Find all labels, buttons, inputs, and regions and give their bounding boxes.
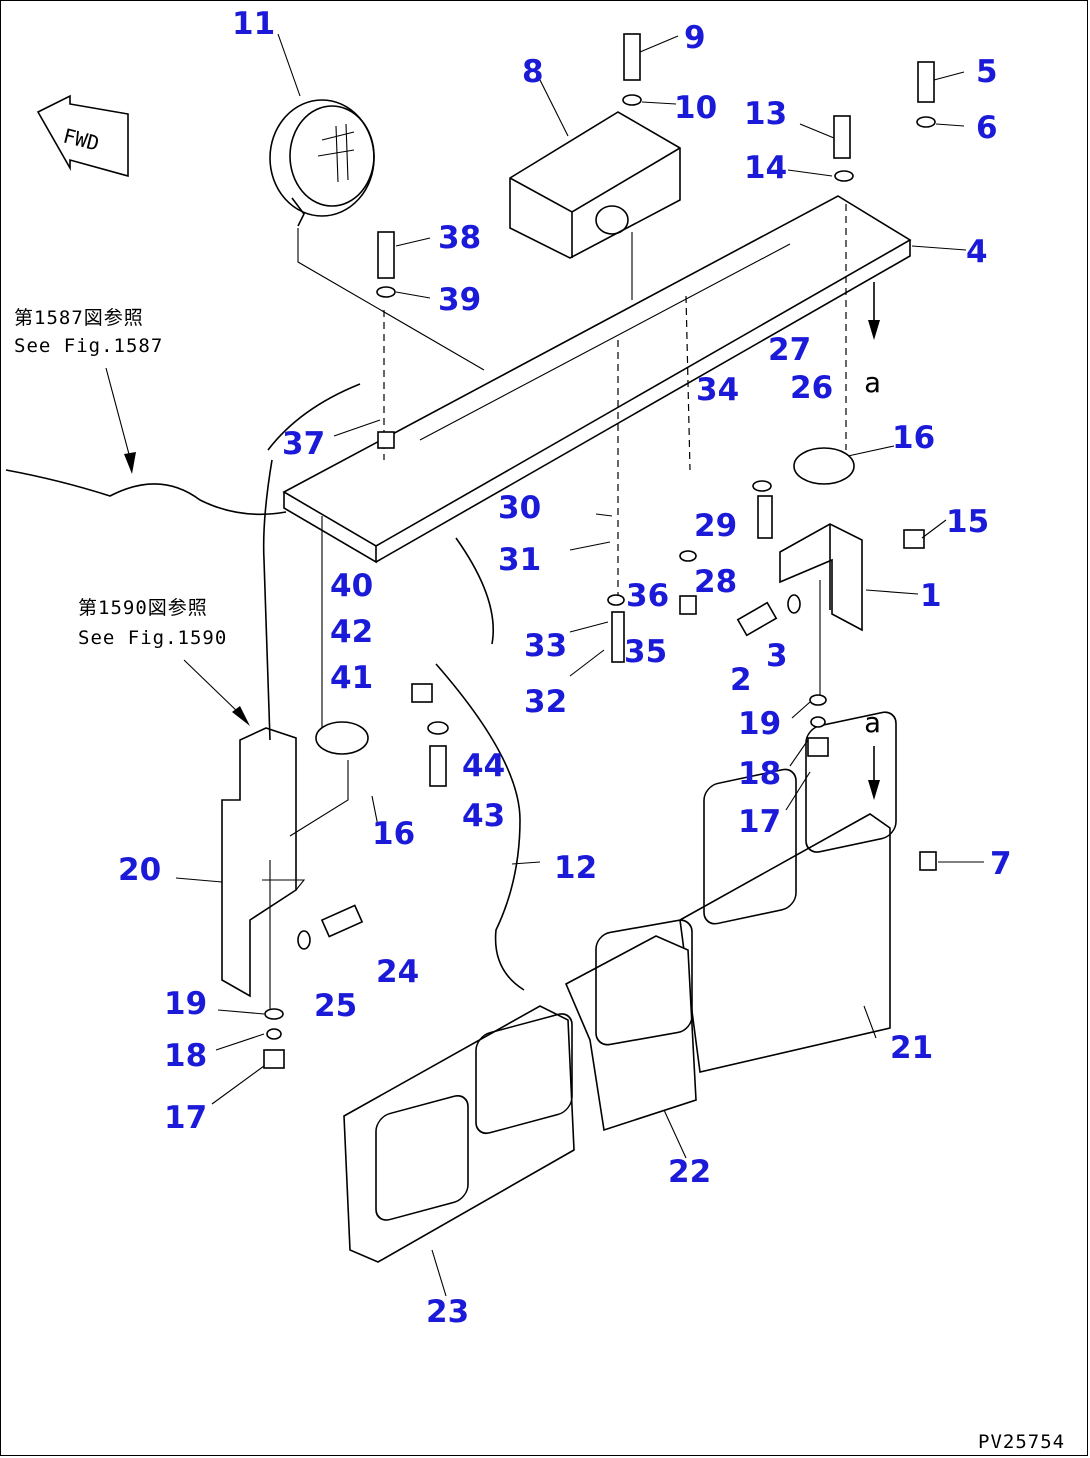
part-label-18b: 18 bbox=[164, 1038, 207, 1074]
part-label-4: 4 bbox=[966, 234, 988, 270]
part-label-42: 42 bbox=[330, 614, 373, 650]
view-arrow-lower: a bbox=[864, 706, 881, 800]
work-lamp bbox=[269, 99, 485, 371]
part-label-38: 38 bbox=[438, 220, 481, 256]
callout-leaders bbox=[175, 33, 984, 1297]
part-label-25: 25 bbox=[314, 988, 357, 1024]
part-label-26: 26 bbox=[790, 370, 833, 406]
part-label-39: 39 bbox=[438, 282, 481, 318]
part-label-44: 44 bbox=[462, 748, 505, 784]
part-label-22: 22 bbox=[668, 1154, 711, 1190]
part-label-19a: 19 bbox=[738, 706, 781, 742]
mounting-plate bbox=[282, 195, 912, 564]
part-label-32: 32 bbox=[524, 684, 567, 720]
view-mark-lower: a bbox=[864, 706, 881, 739]
ref-note-1587: 第1587図参照 See Fig.1587 bbox=[14, 307, 163, 474]
part-label-31: 31 bbox=[498, 542, 541, 578]
ref-note-jp: 第1587図参照 bbox=[14, 307, 144, 329]
part-labels: 11 8 9 10 5 6 13 14 4 38 39 27 26 34 16 … bbox=[118, 6, 1012, 1330]
ref-note-en: See Fig.1587 bbox=[14, 335, 163, 357]
hardware-pieces bbox=[263, 33, 937, 1069]
part-label-18a: 18 bbox=[738, 756, 781, 792]
part-label-11: 11 bbox=[232, 6, 275, 42]
drawing-number: PV25754 bbox=[978, 1431, 1065, 1453]
lamp-assembly-22 bbox=[564, 919, 697, 1132]
part-label-1: 1 bbox=[920, 578, 942, 614]
fwd-arrow-icon: FWD bbox=[36, 94, 129, 178]
part-label-16b: 16 bbox=[372, 816, 415, 852]
part-label-17b: 17 bbox=[164, 1100, 207, 1136]
part-label-27: 27 bbox=[768, 332, 811, 368]
part-label-6: 6 bbox=[976, 110, 998, 146]
bracket-1 bbox=[779, 523, 863, 632]
part-label-9: 9 bbox=[684, 20, 706, 56]
lamp-assembly-23 bbox=[343, 1005, 575, 1263]
part-label-34: 34 bbox=[696, 372, 739, 408]
part-label-16a: 16 bbox=[892, 420, 935, 456]
view-arrow-upper: a bbox=[864, 282, 881, 399]
ref-note-en: See Fig.1590 bbox=[78, 627, 227, 649]
bracket-20 bbox=[221, 727, 306, 998]
part-label-28: 28 bbox=[694, 564, 737, 600]
part-label-30: 30 bbox=[498, 490, 541, 526]
ref-note-jp: 第1590図参照 bbox=[78, 597, 208, 619]
part-label-24: 24 bbox=[376, 954, 419, 990]
part-label-35: 35 bbox=[624, 634, 667, 670]
part-label-12: 12 bbox=[554, 850, 597, 886]
part-label-5: 5 bbox=[976, 54, 998, 90]
part-label-17a: 17 bbox=[738, 804, 781, 840]
part-label-19b: 19 bbox=[164, 986, 207, 1022]
part-label-23: 23 bbox=[426, 1294, 469, 1330]
part-label-3: 3 bbox=[766, 638, 788, 674]
part-label-33: 33 bbox=[524, 628, 567, 664]
part-label-40: 40 bbox=[330, 568, 373, 604]
part-label-7: 7 bbox=[990, 846, 1012, 882]
part-label-29: 29 bbox=[694, 508, 737, 544]
part-label-36: 36 bbox=[626, 578, 669, 614]
lamp-assembly-21 bbox=[679, 711, 897, 1073]
ref-note-1590: 第1590図参照 See Fig.1590 bbox=[78, 597, 250, 726]
part-label-14: 14 bbox=[744, 150, 787, 186]
part-label-15: 15 bbox=[946, 504, 989, 540]
part-label-37: 37 bbox=[282, 426, 325, 462]
part-label-10: 10 bbox=[674, 90, 717, 126]
part-label-2: 2 bbox=[730, 662, 752, 698]
view-mark-upper: a bbox=[864, 366, 881, 399]
fwd-label: FWD bbox=[61, 124, 102, 156]
part-label-8: 8 bbox=[522, 54, 544, 90]
wiring-harness bbox=[435, 663, 525, 991]
relay-box bbox=[509, 111, 681, 300]
part-label-21: 21 bbox=[890, 1030, 933, 1066]
part-label-43: 43 bbox=[462, 798, 505, 834]
part-label-20: 20 bbox=[118, 852, 161, 888]
part-label-41: 41 bbox=[330, 660, 373, 696]
part-label-13: 13 bbox=[744, 96, 787, 132]
